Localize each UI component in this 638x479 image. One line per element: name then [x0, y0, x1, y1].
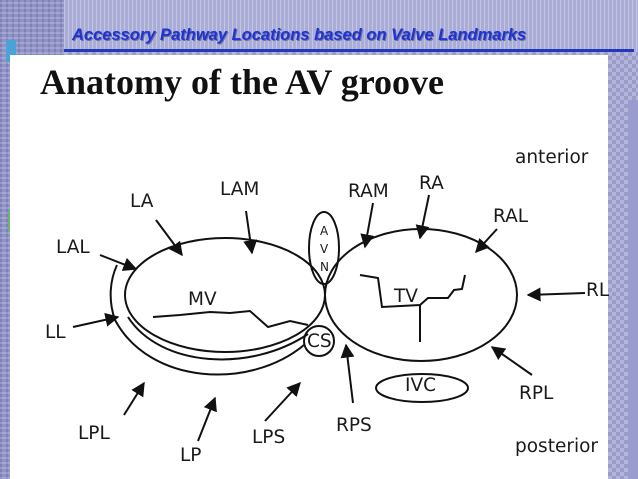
arrow-ll — [72, 312, 120, 328]
ivc-label: IVC — [405, 375, 437, 396]
cs-arc-outer — [109, 264, 305, 376]
orientation-anterior: anterior — [515, 147, 589, 168]
ivc-outline — [375, 373, 469, 403]
arrow-ral — [475, 228, 498, 254]
av-node-label-v: V — [320, 242, 329, 256]
arrow-rps — [340, 343, 355, 404]
arrow-lal — [99, 254, 138, 271]
right-rail — [628, 100, 638, 479]
arrow-lp — [197, 396, 217, 442]
arrow-la — [155, 219, 183, 257]
header-bar — [64, 0, 638, 52]
slide-title: Accessory Pathway Locations based on Val… — [72, 26, 527, 44]
pathway-label-lp: LP — [180, 445, 202, 466]
pathway-label-lpl: LPL — [78, 423, 110, 444]
pathway-label-ll: LL — [45, 322, 66, 343]
pathway-label-ral: RAL — [493, 206, 529, 227]
pathway-label-ram: RAM — [348, 181, 389, 202]
title-underline — [64, 49, 634, 52]
arrow-rl — [526, 287, 586, 302]
arrow-lps — [264, 381, 301, 422]
arrow-rpl — [490, 346, 533, 376]
pathway-label-la: LA — [130, 191, 154, 212]
arrow-lpl — [123, 381, 145, 416]
mitral-leaflet-line — [152, 309, 309, 329]
av-node-outline — [308, 211, 340, 285]
mitral-annulus — [124, 237, 326, 353]
av-node-label-n: N — [320, 260, 329, 274]
coronary-sinus-outline — [303, 325, 335, 357]
pathway-label-rpl: RPL — [519, 383, 554, 404]
coronary-sinus-label: CS — [307, 331, 332, 352]
pathway-label-rps: RPS — [336, 415, 372, 436]
pathway-label-lam: LAM — [220, 179, 260, 200]
pathway-label-lal: LAL — [56, 237, 90, 258]
pathway-label-ra: RA — [419, 173, 444, 194]
pathway-label-rl: RL — [586, 280, 610, 301]
mitral-valve-label: MV — [188, 289, 217, 310]
diagram-heading: Anatomy of the AV groove — [40, 62, 444, 102]
tricuspid-valve-label: TV — [394, 286, 418, 307]
pathway-label-lps: LPS — [252, 427, 286, 448]
arrow-ra — [415, 194, 430, 240]
diagram-panel: Anatomy of the AV groove — [10, 55, 610, 479]
av-groove-diagram — [72, 194, 586, 442]
strip-accent — [6, 40, 16, 62]
tricuspid-leaflet-lines — [359, 274, 466, 342]
av-node-label-a: A — [320, 224, 329, 238]
orientation-posterior: posterior — [515, 436, 599, 457]
cs-arc-inner — [127, 316, 309, 361]
arrow-ram — [360, 202, 375, 249]
arrow-lam — [243, 210, 258, 255]
